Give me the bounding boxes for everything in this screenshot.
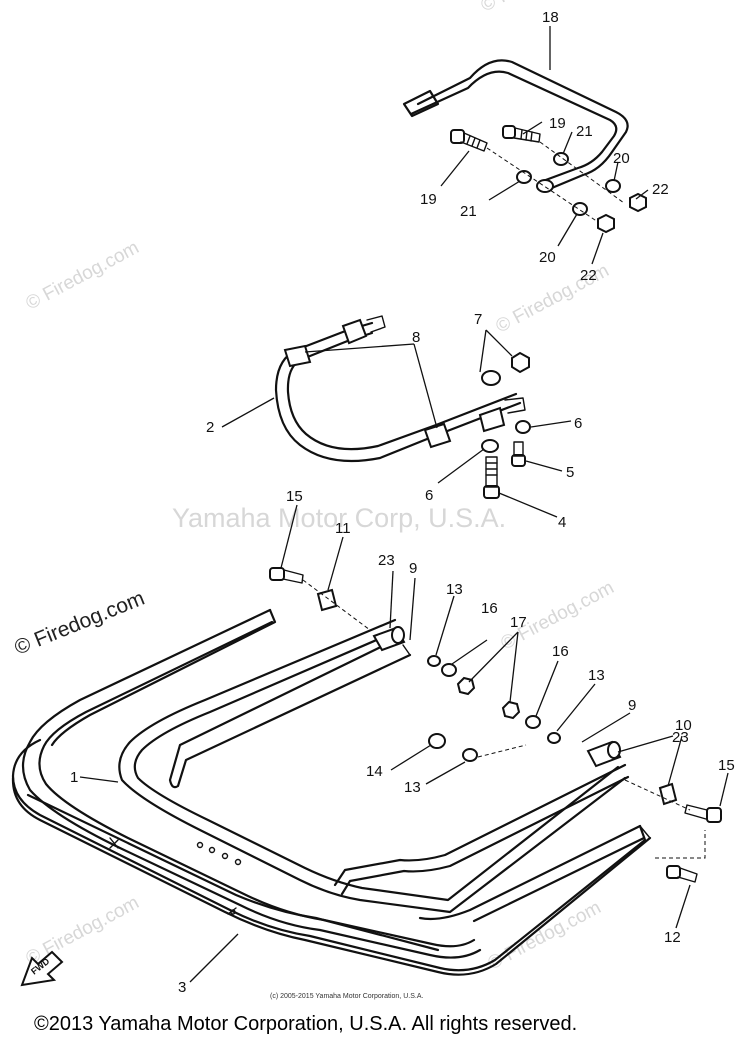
washer-13-upper	[427, 655, 441, 667]
washer-6-upper	[515, 420, 531, 434]
callout-3: 3	[178, 979, 186, 996]
callout-15-upper: 15	[286, 488, 303, 505]
callout-4: 4	[558, 514, 566, 531]
bolt-5	[511, 441, 526, 467]
nut-17-lower	[501, 700, 521, 720]
callout-10: 10	[675, 717, 692, 734]
runner-3	[11, 776, 652, 976]
bolt-15-lower	[684, 804, 722, 823]
washer-20-upper	[605, 179, 621, 193]
washer-21-upper	[553, 152, 569, 166]
callout-8: 8	[412, 329, 420, 346]
leader-lines	[79, 26, 729, 983]
callout-2: 2	[206, 419, 214, 436]
washer-13-mid	[462, 748, 478, 762]
callout-17: 17	[510, 614, 527, 631]
callout-16-lower: 16	[552, 643, 569, 660]
rail-left	[50, 608, 412, 789]
bumper-bar-2	[274, 315, 526, 463]
callout-13-mid: 13	[404, 779, 421, 796]
callout-5: 5	[566, 464, 574, 481]
callout-21-upper: 21	[576, 123, 593, 140]
callout-15-lower: 15	[718, 757, 735, 774]
bolt-19-upper	[502, 125, 541, 143]
callout-9-lower: 9	[628, 697, 636, 714]
washer-7	[481, 370, 501, 386]
nut-22-lower	[597, 213, 615, 234]
bolt-4	[483, 456, 500, 499]
callout-labels: 18 19 21 19 21 20 22 20 22 7 8 2 6 5 6 4…	[70, 9, 735, 996]
washer-13-lower	[547, 732, 561, 744]
washer-20-lower	[572, 202, 588, 216]
callout-18: 18	[542, 9, 559, 26]
callout-16-upper: 16	[481, 600, 498, 617]
callout-22-lower: 22	[580, 267, 597, 284]
callout-13-lower: 13	[588, 667, 605, 684]
callout-23-lower: 23	[672, 729, 689, 746]
callout-6-upper: 6	[574, 415, 582, 432]
callout-19-lower: 19	[420, 191, 437, 208]
callout-14: 14	[366, 763, 383, 780]
nut-22-upper	[629, 192, 647, 213]
callout-23-upper: 23	[378, 552, 395, 569]
callout-11: 11	[335, 520, 351, 537]
washer-6-lower	[481, 439, 499, 453]
block-23-upper	[372, 626, 406, 652]
nut-17-upper	[456, 676, 476, 696]
small-copyright: (c) 2005-2015 Yamaha Motor Corporation, …	[270, 993, 423, 1000]
watermark-firedog: © Firedog.com	[484, 897, 604, 974]
inner-frame	[118, 618, 627, 914]
block-23-lower	[586, 740, 622, 768]
watermark-firedog: © Firedog.com	[22, 237, 142, 314]
bolt-19-lower	[450, 129, 488, 152]
rail-right-9	[333, 763, 646, 923]
bracket-10	[658, 782, 678, 806]
watermark-center: Yamaha Motor Corp, U.S.A.	[172, 503, 506, 533]
bolt-12	[666, 865, 698, 883]
copyright-notice: ©2013 Yamaha Motor Corporation, U.S.A. A…	[34, 1013, 577, 1035]
callout-20-lower: 20	[539, 249, 556, 266]
watermark-firedog-dark: © Firedog.com	[11, 587, 148, 660]
washer-16-lower	[525, 715, 541, 729]
bolt-15-upper	[269, 567, 304, 584]
watermark-firedog: © Firedog.com	[22, 892, 142, 969]
fwd-arrow: FWD	[20, 950, 64, 987]
callout-12: 12	[664, 929, 681, 946]
washer-16-upper	[441, 663, 457, 677]
spacer-14	[428, 733, 446, 749]
callout-19-upper: 19	[549, 115, 566, 132]
grab-handle-18	[402, 59, 629, 193]
callout-9-upper: 9	[409, 560, 417, 577]
callout-1: 1	[70, 769, 78, 786]
callout-22-upper: 22	[652, 181, 669, 198]
callout-13-upper: 13	[446, 581, 463, 598]
callout-6-lower: 6	[425, 487, 433, 504]
frame-1	[11, 608, 647, 972]
callout-20-upper: 20	[613, 150, 630, 167]
callout-7: 7	[474, 311, 482, 328]
watermark-firedog: © Firedog.com	[477, 0, 597, 16]
callout-21-lower: 21	[460, 203, 477, 220]
nut-7	[511, 351, 530, 374]
